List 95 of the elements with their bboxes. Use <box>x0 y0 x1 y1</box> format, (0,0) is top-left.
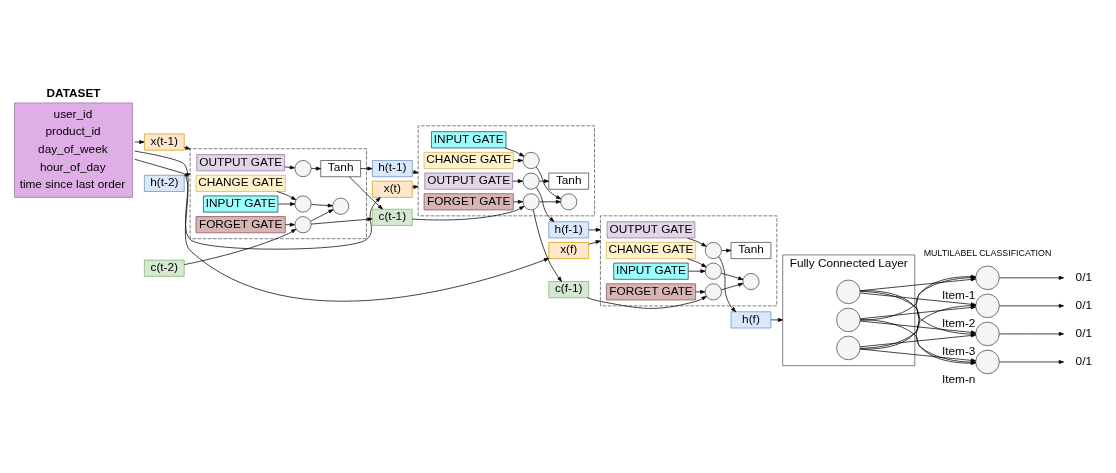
node-circle <box>522 193 540 211</box>
arrow <box>588 240 601 245</box>
node-circle <box>560 193 578 211</box>
node-label: Item-2 <box>942 316 976 331</box>
node-circle <box>522 152 540 169</box>
arrow <box>999 360 1064 364</box>
arrow <box>504 147 525 157</box>
arrow <box>412 185 419 189</box>
arrow <box>134 150 381 250</box>
arrow <box>411 205 525 221</box>
node-circle <box>836 307 861 333</box>
arrow <box>311 203 333 208</box>
arrow <box>513 158 523 163</box>
node-box: FORGET GATE <box>423 193 514 211</box>
arrow <box>284 165 295 170</box>
arrow <box>277 202 296 206</box>
arrow <box>539 179 550 184</box>
arrow <box>535 166 562 200</box>
arrow <box>311 166 322 171</box>
node-text: 0/1 <box>1075 325 1093 340</box>
node-circle <box>836 335 861 361</box>
arrow <box>412 170 419 174</box>
node-box: Tanh <box>320 160 361 178</box>
arrow <box>284 222 295 227</box>
arrow <box>587 296 707 309</box>
node-box: c(t-2) <box>144 259 185 277</box>
node-label: Item-1 <box>942 288 976 303</box>
node-box: CHANGE GATE <box>195 174 286 192</box>
arrow <box>276 191 297 201</box>
node-box: OUTPUT GATE <box>196 154 285 172</box>
node-circle <box>294 160 312 178</box>
node-circle <box>704 283 722 301</box>
arrow <box>770 317 784 322</box>
node-circle <box>975 265 1000 290</box>
node-box: CHANGE GATE <box>605 242 696 259</box>
arrow <box>539 199 561 204</box>
node-circle <box>704 262 722 280</box>
node-box: h(f) <box>730 311 772 329</box>
node-label: DATASET <box>46 85 101 100</box>
node-box: h(f-1) <box>548 221 589 239</box>
node-circle <box>975 349 1000 375</box>
arrow <box>513 199 523 204</box>
node-text: 0/1 <box>1075 353 1093 368</box>
arrow <box>310 209 334 222</box>
node-box: FORGET GATE <box>195 216 286 234</box>
cluster: Fully Connected Layer <box>782 254 916 366</box>
arrow <box>134 140 145 144</box>
arrow <box>349 176 383 210</box>
node-box: OUTPUT GATE <box>424 172 513 190</box>
arrow <box>536 187 555 222</box>
arrow <box>588 227 601 232</box>
node-circle <box>704 242 722 259</box>
node-label: Item-3 <box>942 344 976 359</box>
node-box: INPUT GATE <box>431 131 507 149</box>
label: MULTILABEL CLASSIFICATION <box>923 247 1052 258</box>
node-box: OUTPUT GATE <box>606 221 696 239</box>
arrow <box>184 173 191 177</box>
node-box: FORGET GATE <box>605 283 696 301</box>
arrow <box>360 166 373 171</box>
node-circle <box>522 172 540 190</box>
node-circle <box>332 197 350 215</box>
node-box: INPUT GATE <box>613 262 689 280</box>
node-box: INPUT GATE <box>203 195 279 213</box>
arrow <box>688 269 706 274</box>
node-circle <box>742 273 760 290</box>
node-box: c(t-1) <box>372 208 413 226</box>
node-box: Tanh <box>548 172 589 190</box>
arrow <box>999 275 1064 280</box>
arrow <box>687 258 707 268</box>
node-circle <box>975 293 1000 319</box>
arrow <box>721 272 744 281</box>
node-label: Item-n <box>942 372 976 387</box>
node-circle <box>294 216 312 234</box>
arrow <box>512 179 523 184</box>
arrow <box>718 256 737 313</box>
arrow <box>183 228 297 265</box>
arrow <box>859 348 977 363</box>
arrow <box>532 209 562 282</box>
node-text: 0/1 <box>1075 269 1093 284</box>
node-box: x(f) <box>548 242 589 259</box>
node-circle <box>836 279 861 305</box>
node-box: c(f-1) <box>548 281 589 299</box>
arrow <box>183 145 191 150</box>
node-circle <box>975 321 1000 347</box>
arrow <box>721 248 732 253</box>
arrow <box>999 303 1064 308</box>
arrow <box>695 289 706 294</box>
arrow <box>721 282 744 291</box>
arrow <box>999 332 1064 336</box>
node-box: CHANGE GATE <box>423 152 514 169</box>
arrow <box>310 217 373 225</box>
arrow <box>687 237 707 247</box>
node-box: Tanh <box>730 242 772 259</box>
node-circle <box>294 195 312 213</box>
node-text: 0/1 <box>1075 297 1093 312</box>
